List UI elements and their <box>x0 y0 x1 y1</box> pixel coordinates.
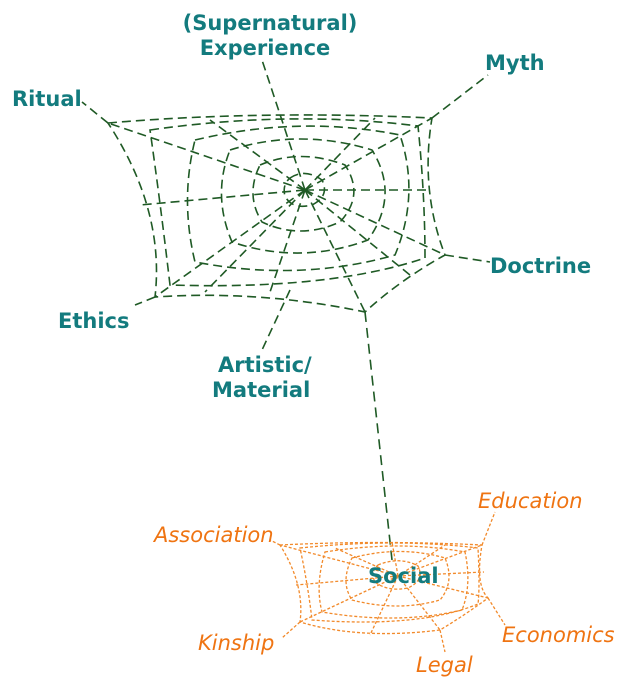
social-web-outer-frame <box>278 541 489 635</box>
social-web <box>269 511 506 653</box>
religion-web-spoke <box>139 189 306 206</box>
religion-web-spoke <box>209 119 306 191</box>
label-social-center: Social <box>368 564 439 588</box>
social-web-ring <box>299 542 480 623</box>
social-web-spoke <box>279 544 399 577</box>
label-myth: Myth <box>485 51 545 75</box>
religion-web <box>81 59 491 351</box>
religion-web-ring <box>186 125 410 272</box>
social-web-spoke <box>299 575 399 623</box>
anchor-kinship <box>281 621 301 639</box>
religion-web-spoke <box>304 189 411 276</box>
label-doctrine: Doctrine <box>490 254 591 278</box>
religion-web-spoke <box>304 117 433 191</box>
religion-web-spoke <box>304 117 376 191</box>
anchor-education <box>481 511 496 546</box>
label-economics: Economics <box>502 623 615 647</box>
religion-web-spoke <box>261 59 306 191</box>
anchor-legal <box>439 629 446 653</box>
anchor-doctrine <box>444 254 491 263</box>
social-web-spoke <box>397 575 441 631</box>
social-web-spoke <box>334 547 399 577</box>
label-education: Education <box>478 489 583 513</box>
label-ethics: Ethics <box>58 309 129 333</box>
label-association: Association <box>152 523 274 547</box>
label-experience-line2: Experience <box>200 36 331 60</box>
social-web-spoke <box>369 575 399 636</box>
religion-web-spoke <box>107 122 306 191</box>
religion-web-spoke <box>154 189 306 298</box>
anchor-association <box>269 539 281 546</box>
anchor-ritual <box>81 101 109 124</box>
religion-web-outer-frame <box>106 114 446 313</box>
social-web-spoke <box>397 575 489 599</box>
social-web-spoke <box>295 575 399 586</box>
label-kinship: Kinship <box>198 631 274 655</box>
religion-web-spoke <box>304 189 446 256</box>
social-web-anchors <box>269 511 506 653</box>
connecting-strand <box>364 311 393 561</box>
label-artistic-line2: Material <box>212 378 310 402</box>
anchor-myth <box>431 74 489 119</box>
religion-web-anchors <box>81 74 491 351</box>
religion-web-spokes <box>107 59 446 313</box>
religion-web-spoke <box>269 189 306 293</box>
label-ritual: Ritual <box>12 87 82 111</box>
social-web-spokes <box>279 541 489 636</box>
social-web-ring <box>345 550 450 607</box>
label-artistic-line1: Artistic/ <box>218 353 312 377</box>
religion-web-spoke <box>204 189 306 293</box>
religion-web-ring <box>220 138 386 254</box>
social-web-rings <box>299 542 480 623</box>
anchor-ethics <box>134 296 156 306</box>
religion-web-ring <box>252 155 355 232</box>
religion-web-spoke <box>304 189 366 313</box>
label-legal: Legal <box>416 653 473 677</box>
social-web-spoke <box>391 541 399 577</box>
social-web-spoke <box>397 544 446 577</box>
label-experience-line1: (Supernatural) <box>183 11 358 35</box>
anchor-economics <box>487 597 506 626</box>
anchor-artistic <box>261 289 291 351</box>
social-web-ring <box>318 545 469 619</box>
social-web-spoke <box>397 571 485 577</box>
